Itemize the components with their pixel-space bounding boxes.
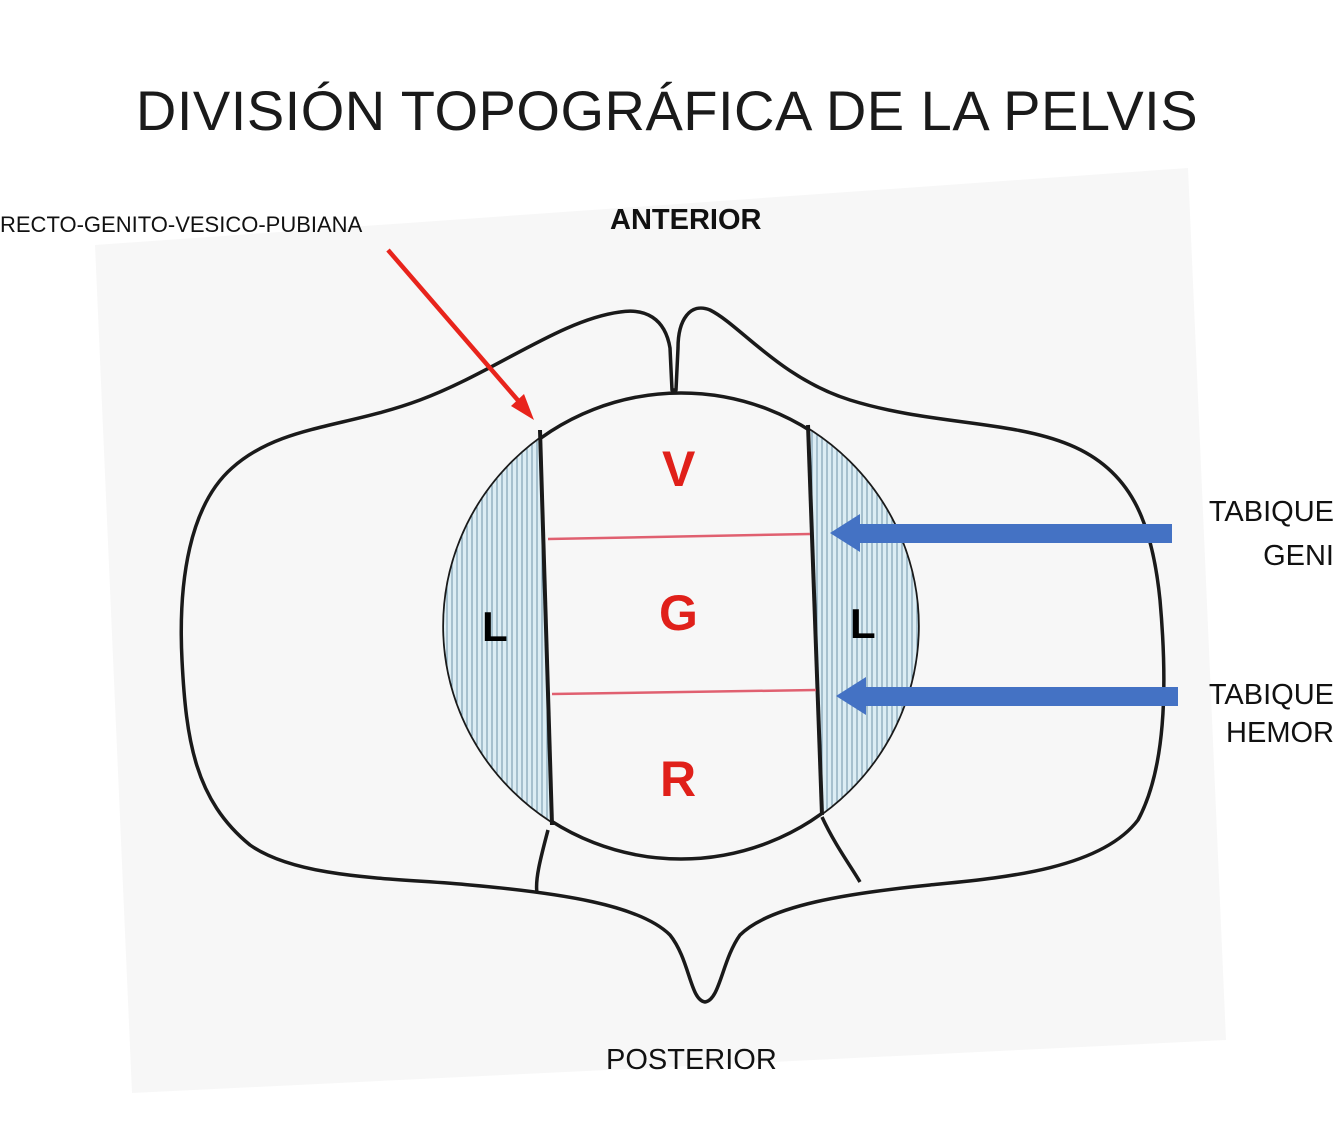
fascia-line-left — [538, 429, 554, 826]
fascia-label: RECTO-GENITO-VESICO-PUBIANA — [0, 212, 363, 237]
anterior-label: ANTERIOR — [610, 204, 762, 236]
septum-lower-label-line1: TABIQUE — [1208, 679, 1334, 711]
blue-arrow-upper-head — [830, 514, 860, 552]
region-lateral-right: L — [850, 600, 876, 647]
lateral-space-right — [808, 400, 918, 840]
pelvis-outline — [179, 306, 1166, 1004]
red-arrow-head — [511, 394, 534, 420]
blue-arrow-lower-shaft — [862, 687, 1178, 706]
septum-upper-label-line2: GENI — [1263, 540, 1334, 572]
posterior-label: POSTERIOR — [606, 1044, 777, 1076]
septum-upper-label: TABIQUE GENI — [1209, 490, 1334, 578]
fascia-line-right — [806, 424, 824, 816]
septum-lower-label: TABIQUE HEMOR — [1209, 676, 1334, 752]
septum-lower-label-line2: HEMOR — [1226, 717, 1334, 749]
region-lateral-left: L — [482, 603, 508, 650]
page-title: DIVISIÓN TOPOGRÁFICA DE LA PELVIS — [135, 79, 1199, 142]
septum-upper-line — [547, 532, 811, 541]
lateral-space-left — [444, 400, 552, 840]
region-vesical: V — [662, 441, 696, 497]
region-genital: G — [659, 585, 698, 641]
region-rectal: R — [660, 751, 697, 807]
septum-lower-line — [551, 688, 817, 696]
paper-sheet — [95, 168, 1226, 1093]
septum-upper-label-line1: TABIQUE — [1208, 496, 1334, 528]
sacrum-left-edge — [534, 829, 550, 894]
red-arrow-shaft — [386, 248, 524, 407]
blue-arrow-lower-head — [836, 677, 866, 715]
blue-arrow-upper-shaft — [856, 524, 1172, 543]
sacrum-right-edge — [820, 816, 862, 883]
